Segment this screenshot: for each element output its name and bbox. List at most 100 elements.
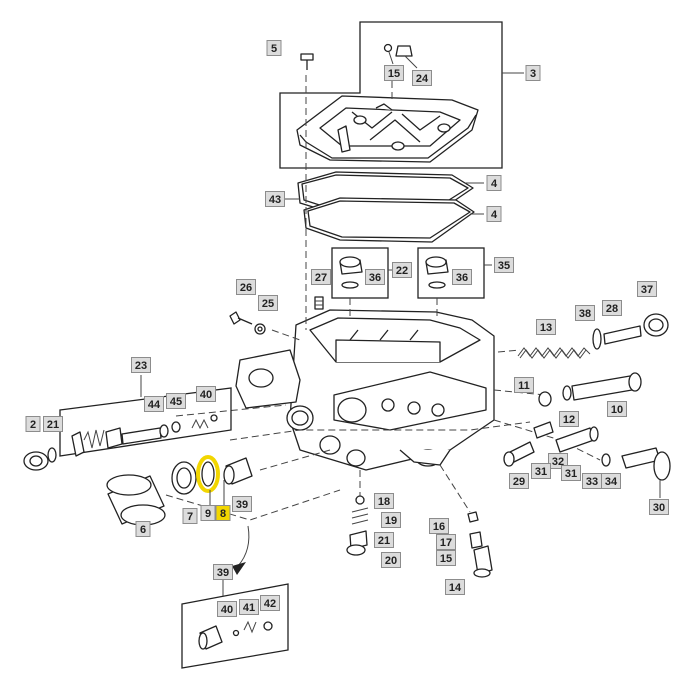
ring-8-highlighted [196, 455, 220, 493]
callout-number: 11 [518, 380, 530, 392]
callout-c25: 25 [258, 295, 278, 311]
callout-c2: 2 [25, 416, 41, 432]
callout-number: 30 [653, 502, 665, 514]
callout-number: 29 [513, 476, 525, 488]
callout-c5: 5 [266, 40, 282, 56]
callout-box [601, 473, 621, 489]
callout-box [311, 269, 331, 285]
callout-number: 43 [269, 194, 281, 206]
relief-valve-14 [467, 511, 493, 578]
callout-number: 20 [385, 555, 397, 567]
callout-box [381, 512, 401, 528]
callout-box [436, 534, 456, 550]
callout-number: 21 [378, 535, 390, 547]
pin-30 [601, 447, 671, 498]
callout-c36a: 36 [365, 269, 385, 285]
callout-c11: 11 [514, 377, 534, 393]
callout-c20: 20 [381, 552, 401, 568]
callout-c42: 42 [260, 595, 280, 611]
callout-box [412, 70, 432, 86]
piston-39 [209, 457, 253, 510]
callout-c45: 45 [166, 393, 186, 409]
callout-number: 15 [388, 68, 400, 80]
detail-arrow [232, 525, 250, 575]
callout-c22: 22 [392, 262, 412, 278]
callout-number: 40 [221, 604, 233, 616]
callout-number: 42 [264, 598, 276, 610]
callout-c19: 19 [381, 512, 401, 528]
callout-box [182, 508, 198, 524]
cover-group-box [279, 21, 524, 169]
callout-number: 31 [565, 468, 577, 480]
callout-number: 14 [449, 582, 462, 594]
callout-number: 38 [579, 308, 591, 320]
callout-c21b: 21 [374, 532, 394, 548]
bolt-26 [229, 311, 266, 335]
callout-c17: 17 [436, 534, 456, 550]
plug-box-22 [331, 247, 393, 299]
callout-c34: 34 [601, 473, 621, 489]
callout-box [575, 305, 595, 321]
callout-c10: 10 [607, 401, 627, 417]
callout-c36b: 36 [452, 269, 472, 285]
plunger-28 [592, 313, 669, 350]
callout-number: 12 [563, 414, 575, 426]
callout-box [215, 505, 231, 521]
callout-box [561, 465, 581, 481]
plug-box-35 [417, 247, 492, 299]
callout-number: 22 [396, 265, 408, 277]
callout-box [217, 601, 237, 617]
callout-c29: 29 [509, 473, 529, 489]
callout-number: 39 [217, 567, 229, 579]
callout-box [166, 393, 186, 409]
callout-c3: 3 [525, 65, 541, 81]
callout-number: 4 [491, 178, 498, 190]
callout-box [429, 518, 449, 534]
top-cover-plate [296, 95, 479, 163]
callout-box [365, 269, 385, 285]
check-valve-stack [346, 495, 369, 556]
callout-box [525, 65, 541, 81]
callout-box [25, 416, 41, 432]
callout-box [607, 401, 627, 417]
callout-c33: 33 [582, 473, 602, 489]
callout-box [514, 377, 534, 393]
callout-box [452, 269, 472, 285]
callout-c6: 6 [135, 521, 151, 537]
callout-number: 41 [243, 602, 255, 614]
callout-box [232, 496, 252, 512]
callout-box [200, 505, 216, 521]
callout-number: 26 [240, 282, 252, 294]
callout-c40a: 40 [196, 386, 216, 402]
callout-box [213, 564, 233, 580]
callout-c30: 30 [649, 499, 669, 515]
callout-c23: 23 [131, 357, 151, 373]
callout-box [135, 521, 151, 537]
callout-box [531, 463, 551, 479]
callout-number: 45 [170, 396, 182, 408]
callout-box [144, 396, 164, 412]
callout-c13: 13 [536, 319, 556, 335]
callout-number: 28 [606, 303, 618, 315]
callout-c26: 26 [236, 279, 256, 295]
valve-housing [235, 309, 495, 471]
callout-number: 2 [30, 419, 36, 431]
callout-number: 5 [271, 43, 277, 55]
callout-box [374, 532, 394, 548]
callout-c8: 8 [215, 505, 231, 521]
callout-c18: 18 [374, 493, 394, 509]
callout-c37: 37 [637, 281, 657, 297]
callout-box [509, 473, 529, 489]
callout-number: 13 [540, 322, 552, 334]
callout-box [494, 257, 514, 273]
callout-number: 19 [385, 515, 397, 527]
callout-number: 36 [369, 272, 381, 284]
callout-number: 10 [611, 404, 623, 416]
callout-box [260, 595, 280, 611]
callout-c21a: 21 [43, 416, 63, 432]
seal-7 [171, 461, 197, 495]
adjuster-29 [503, 421, 554, 467]
callout-c31b: 31 [561, 465, 581, 481]
